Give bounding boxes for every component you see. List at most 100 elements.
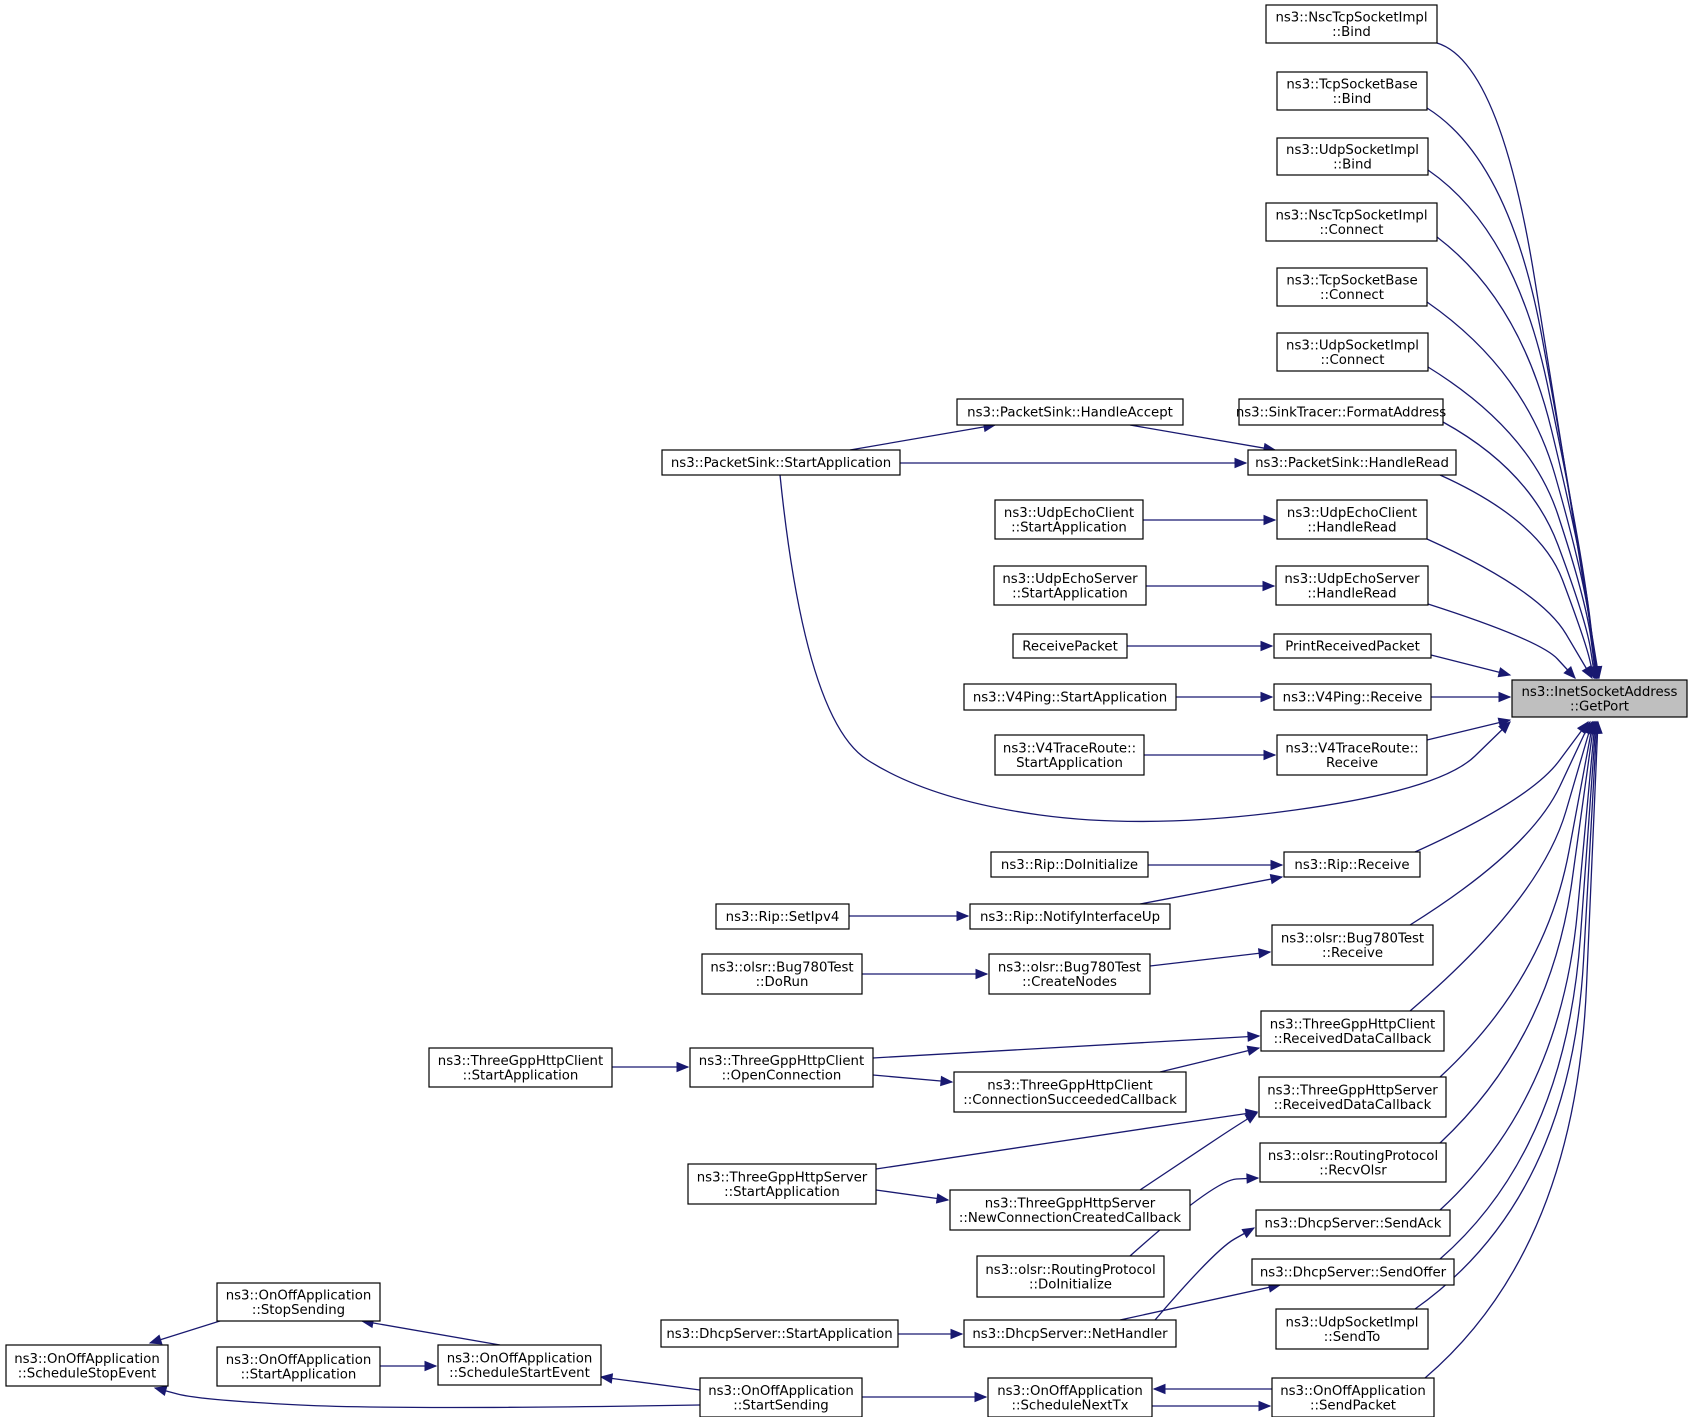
node-label-line: Receive — [1326, 756, 1378, 771]
node-udp-bind[interactable]: ns3::UdpSocketImpl::Bind — [1276, 137, 1429, 176]
node-bug-receive[interactable]: ns3::olsr::Bug780Test::Receive — [1271, 924, 1434, 966]
node-box — [1265, 202, 1438, 242]
edge-line — [1119, 1284, 1281, 1321]
node-onoff-startsending[interactable]: ns3::OnOffApplication::StartSending — [699, 1377, 863, 1417]
node-label-line: ns3::Rip::NotifyInterfaceUp — [980, 910, 1160, 925]
node-ps-handleaccept[interactable]: ns3::PacketSink::HandleAccept — [956, 398, 1184, 426]
edge-arrowhead — [153, 1385, 168, 1397]
node-label-line: PrintReceivedPacket — [1285, 640, 1420, 655]
node-box — [963, 683, 1177, 711]
node-box — [1276, 137, 1429, 176]
node-dhcp-sendoffer[interactable]: ns3::DhcpServer::SendOffer — [1251, 1258, 1455, 1286]
edge-arrowhead — [1258, 1400, 1272, 1412]
node-rip-setipv4[interactable]: ns3::Rip::SetIpv4 — [715, 903, 850, 930]
node-ues-handleread[interactable]: ns3::UdpEchoServer::HandleRead — [1275, 565, 1429, 606]
node-label-line: ::Receive — [1322, 946, 1383, 961]
node-v4tr-receive[interactable]: ns3::V4TraceRoute::Receive — [1276, 734, 1428, 776]
node-hs-newconn[interactable]: ns3::ThreeGppHttpServer::NewConnectionCr… — [949, 1189, 1191, 1231]
node-udp-connect[interactable]: ns3::UdpSocketImpl::Connect — [1276, 332, 1429, 372]
node-onoff-startapp[interactable]: ns3::OnOffApplication::StartApplication — [216, 1346, 381, 1387]
edge-arrowhead — [1247, 1031, 1261, 1042]
node-hs-startapp[interactable]: ns3::ThreeGppHttpServer::StartApplicatio… — [687, 1163, 877, 1205]
node-box — [1259, 1142, 1447, 1183]
node-onoff-sendpacket[interactable]: ns3::OnOffApplication::SendPacket — [1271, 1377, 1435, 1417]
node-uec-startapp[interactable]: ns3::UdpEchoClient::StartApplication — [994, 499, 1144, 540]
edge-printreceived-to-root — [1430, 654, 1512, 678]
node-label-line: ::ConnectionSucceededCallback — [963, 1093, 1177, 1108]
node-label-line: ns3::OnOffApplication — [226, 1288, 372, 1303]
node-hs-received[interactable]: ns3::ThreeGppHttpServer::ReceivedDataCal… — [1258, 1076, 1447, 1118]
node-label-line: ns3::OnOffApplication — [997, 1384, 1143, 1399]
edge-arrowhead — [1257, 948, 1272, 959]
edge-arrowhead — [1269, 873, 1284, 885]
node-hc-startapp[interactable]: ns3::ThreeGppHttpClient::StartApplicatio… — [428, 1047, 613, 1088]
node-label-line: ns3::OnOffApplication — [708, 1384, 854, 1399]
node-v4ping-receive[interactable]: ns3::V4Ping::Receive — [1273, 683, 1432, 711]
edge-line — [1154, 1227, 1255, 1321]
node-hc-connsucc[interactable]: ns3::ThreeGppHttpClient::ConnectionSucce… — [953, 1071, 1187, 1113]
node-label-line: ns3::V4Ping::StartApplication — [973, 691, 1167, 706]
node-box — [1511, 679, 1688, 718]
node-tcp-connect[interactable]: ns3::TcpSocketBase::Connect — [1276, 267, 1428, 307]
node-ues-startapp[interactable]: ns3::UdpEchoServer::StartApplication — [993, 565, 1147, 606]
node-olsr-recv[interactable]: ns3::olsr::RoutingProtocol::RecvOlsr — [1259, 1142, 1447, 1183]
node-bug-dorun[interactable]: ns3::olsr::Bug780Test::DoRun — [701, 953, 863, 995]
node-box — [1260, 1010, 1445, 1052]
node-nsc-connect[interactable]: ns3::NscTcpSocketImpl::Connect — [1265, 202, 1438, 242]
edge-rip_setipv4-to-rip_notify — [849, 910, 970, 922]
node-v4tr-startapp[interactable]: ns3::V4TraceRoute::StartApplication — [994, 734, 1145, 776]
node-v4ping-startapp[interactable]: ns3::V4Ping::StartApplication — [963, 683, 1177, 711]
node-box — [1276, 499, 1428, 540]
node-box — [994, 734, 1145, 776]
node-onoff-schedstop[interactable]: ns3::OnOffApplication::ScheduleStopEvent — [5, 1344, 169, 1387]
edge-ues_handleread-to-root — [1427, 603, 1576, 679]
edge-arrowhead — [956, 910, 970, 922]
node-label-line: ns3::PacketSink::HandleRead — [1255, 456, 1449, 471]
node-uec-handleread[interactable]: ns3::UdpEchoClient::HandleRead — [1276, 499, 1428, 540]
node-label-line: ns3::UdpSocketImpl — [1286, 143, 1419, 158]
node-bug-createnodes[interactable]: ns3::olsr::Bug780Test::CreateNodes — [988, 953, 1151, 995]
node-udp-sendto[interactable]: ns3::UdpSocketImpl::SendTo — [1275, 1308, 1429, 1350]
node-box — [1265, 4, 1438, 44]
edge-line — [872, 1035, 1260, 1059]
node-tcp-bind[interactable]: ns3::TcpSocketBase::Bind — [1276, 71, 1428, 111]
node-nsc-bind[interactable]: ns3::NscTcpSocketImpl::Bind — [1265, 4, 1438, 44]
node-root[interactable]: ns3::InetSocketAddress::GetPort — [1511, 679, 1688, 718]
node-hc-openconn[interactable]: ns3::ThreeGppHttpClient::OpenConnection — [689, 1047, 874, 1088]
edge-bug_createnodes-to-bug_receive — [1149, 948, 1272, 967]
edge-dhcp_sendoffer-to-root — [1439, 720, 1601, 1260]
node-box — [1276, 734, 1428, 776]
node-hc-received[interactable]: ns3::ThreeGppHttpClient::ReceivedDataCal… — [1260, 1010, 1445, 1052]
edge-nsc_connect-to-root — [1436, 236, 1601, 680]
edge-bug_dorun-to-bug_createnodes — [862, 968, 989, 980]
node-dhcp-sendack[interactable]: ns3::DhcpServer::SendAck — [1255, 1209, 1451, 1237]
node-label-line: ReceivePacket — [1022, 640, 1118, 655]
edge-line — [1436, 236, 1598, 679]
node-onoff-schedstart[interactable]: ns3::OnOffApplication::ScheduleStartEven… — [437, 1344, 602, 1386]
node-rip-doinit[interactable]: ns3::Rip::DoInitialize — [990, 851, 1149, 878]
edge-line — [1430, 654, 1511, 676]
edge-ues_startapp-to-ues_handleread — [1146, 580, 1276, 592]
node-printreceived[interactable]: PrintReceivedPacket — [1273, 633, 1432, 659]
node-rip-receive[interactable]: ns3::Rip::Receive — [1283, 851, 1421, 878]
node-olsr-doinit[interactable]: ns3::olsr::RoutingProtocol::DoInitialize — [976, 1255, 1165, 1298]
edge-arrowhead — [1234, 457, 1248, 469]
node-onoff-schednexttx[interactable]: ns3::OnOffApplication::ScheduleNextTx — [987, 1377, 1153, 1417]
edge-line — [849, 424, 996, 451]
edge-line — [875, 1189, 949, 1201]
node-ps-startapp[interactable]: ns3::PacketSink::StartApplication — [661, 449, 901, 476]
node-box — [963, 1319, 1177, 1348]
node-label-line: ns3::ThreeGppHttpServer — [985, 1196, 1156, 1211]
node-label-line: ns3::DhcpServer::NetHandler — [972, 1327, 1168, 1342]
node-rip-notify[interactable]: ns3::Rip::NotifyInterfaceUp — [969, 903, 1171, 930]
node-receivepacket[interactable]: ReceivePacket — [1012, 633, 1128, 659]
node-label-line: ::StartSending — [733, 1398, 829, 1413]
node-label-line: ns3::olsr::Bug780Test — [710, 960, 853, 975]
node-dhcp-startapp[interactable]: ns3::DhcpServer::StartApplication — [660, 1319, 899, 1348]
node-label-line: ns3::olsr::RoutingProtocol — [1268, 1149, 1438, 1164]
node-dhcp-nethandler[interactable]: ns3::DhcpServer::NetHandler — [963, 1319, 1177, 1348]
node-onoff-stopsending[interactable]: ns3::OnOffApplication::StopSending — [216, 1282, 381, 1322]
node-sinktracer[interactable]: ns3::SinkTracer::FormatAddress — [1236, 398, 1446, 426]
node-box — [1273, 633, 1432, 659]
node-ps-handleread[interactable]: ns3::PacketSink::HandleRead — [1247, 449, 1457, 476]
